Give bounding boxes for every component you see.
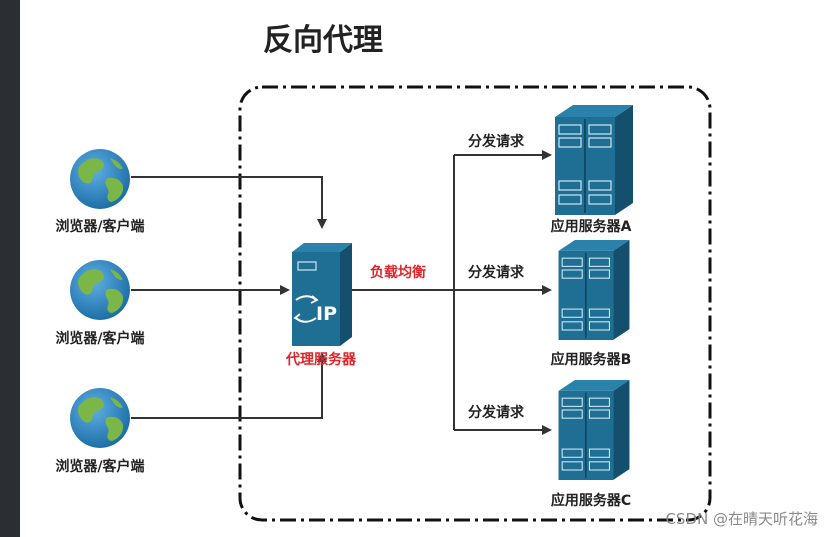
client-1: 浏览器/客户端	[55, 149, 145, 235]
load-balance-label: 负载均衡	[370, 264, 426, 281]
diagram-title: 反向代理	[263, 23, 383, 58]
server-icon	[555, 105, 633, 215]
proxy-slot	[297, 261, 317, 271]
client-label: 浏览器/客户端	[55, 218, 144, 235]
client-label: 浏览器/客户端	[55, 458, 144, 475]
globe-icon	[70, 149, 130, 209]
left-dark-strip	[0, 0, 20, 537]
dispatch-label-c: 分发请求	[468, 404, 525, 421]
proxy-label: 代理服务器	[285, 351, 357, 368]
proxy-top	[292, 243, 352, 252]
globe-icon	[70, 260, 130, 320]
dispatch-label-b: 分发请求	[468, 264, 525, 281]
dispatch-label-a: 分发请求	[468, 133, 525, 150]
client-3: 浏览器/客户端	[55, 388, 145, 475]
server-a: 应用服务器A	[551, 105, 633, 235]
server-label: 应用服务器A	[551, 218, 632, 235]
watermark: CSDN @在晴天听花海	[665, 510, 818, 528]
server-icon	[557, 240, 631, 340]
client-label: 浏览器/客户端	[55, 330, 144, 347]
globe-icon	[70, 388, 130, 448]
server-b: 应用服务器B	[551, 240, 632, 368]
arrow-client3-proxy	[131, 352, 327, 419]
server-c: 应用服务器C	[551, 380, 631, 509]
proxy-badge: IP	[316, 303, 337, 325]
server-label: 应用服务器C	[551, 492, 631, 509]
proxy-server: IP	[292, 243, 352, 346]
server-icon	[557, 380, 631, 480]
arrow-client1-proxy	[131, 176, 327, 229]
proxy-side	[340, 243, 352, 346]
proxy-boundary	[238, 85, 712, 522]
client-2: 浏览器/客户端	[55, 260, 145, 347]
server-label: 应用服务器B	[551, 351, 632, 368]
